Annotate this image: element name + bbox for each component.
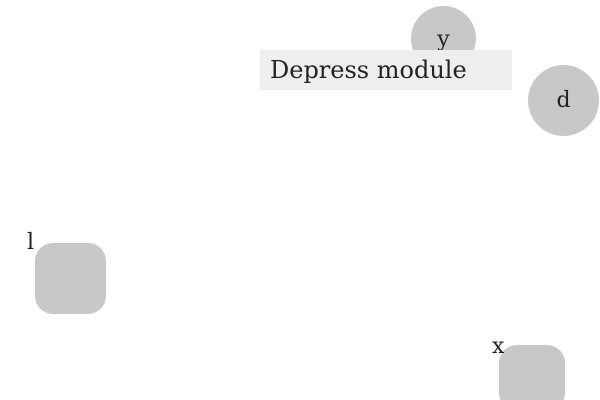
key-x-button[interactable] (499, 345, 565, 400)
tooltip: Depress module (260, 50, 512, 90)
key-l-label: l (27, 230, 35, 255)
key-d-button[interactable]: d (528, 65, 599, 136)
tooltip-text: Depress module (270, 56, 467, 84)
key-x-label: x (492, 334, 505, 359)
key-l-button[interactable] (35, 243, 106, 314)
